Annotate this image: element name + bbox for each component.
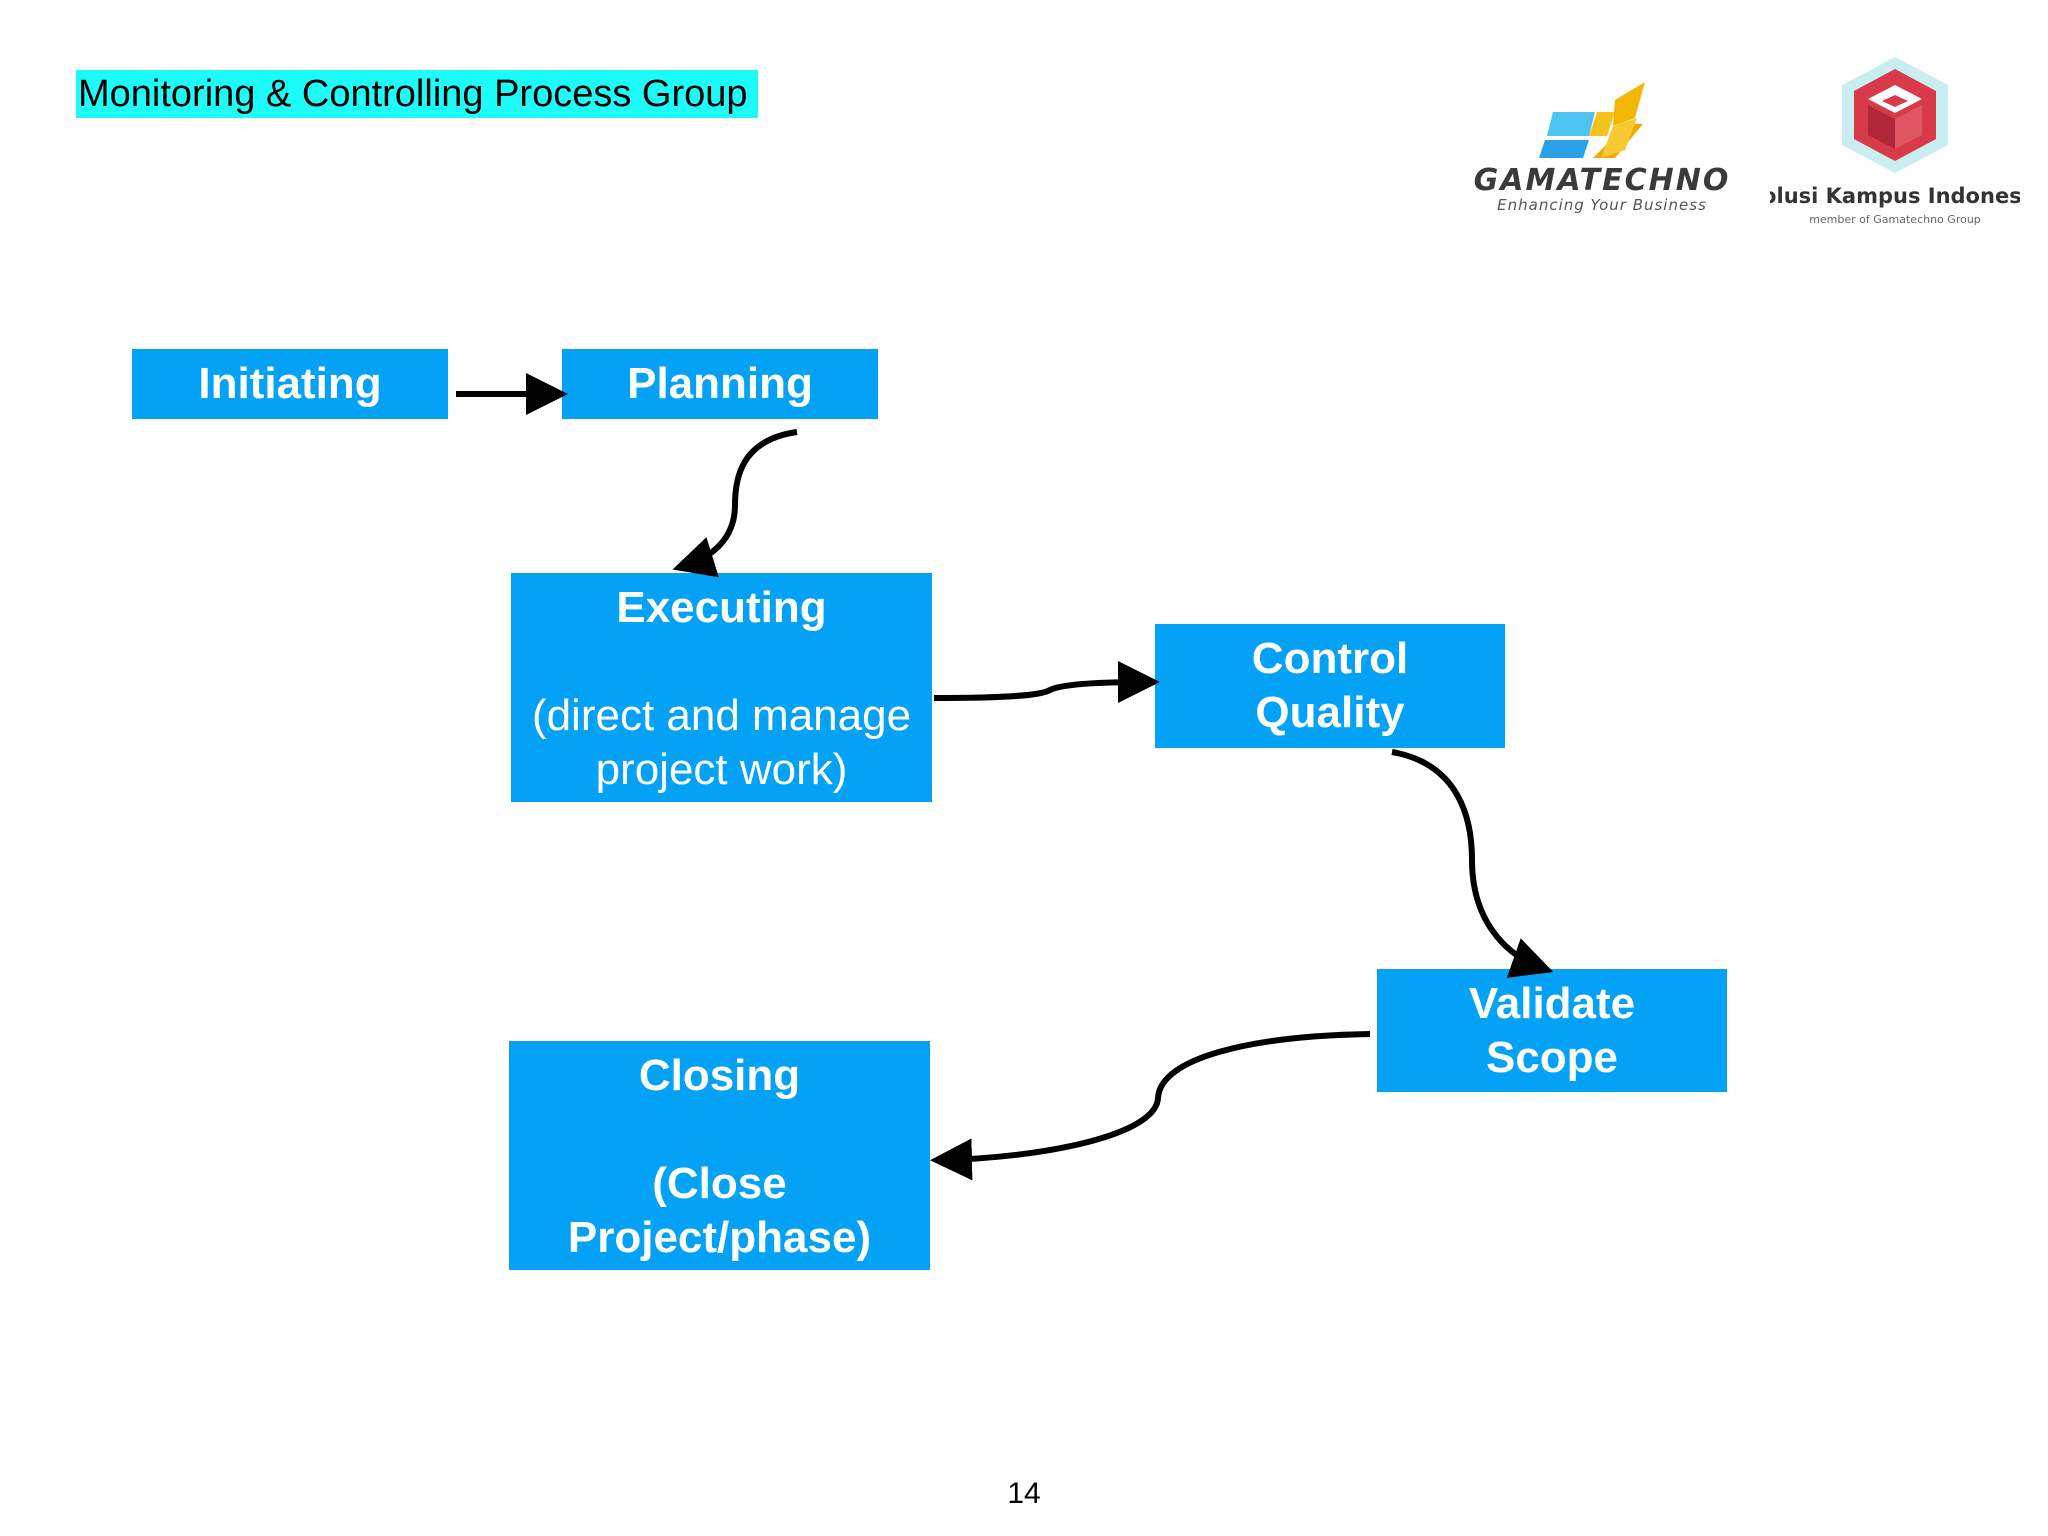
node-control-quality: Control Quality (1155, 624, 1505, 748)
node-validate-scope-line2: Scope (1485, 1032, 1619, 1082)
node-validate-scope: Validate Scope (1377, 969, 1727, 1092)
ski-logo: Solusi Kampus Indonesia member of Gamate… (1770, 57, 2020, 226)
page-number: 14 (1007, 1477, 1041, 1510)
node-executing-detail-line1: (direct and manage (531, 691, 912, 740)
ski-tagline: member of Gamatechno Group (1809, 213, 1981, 226)
node-executing-label: Executing (616, 583, 827, 632)
ski-logo-mark (1842, 57, 1948, 173)
node-closing-detail-line2: Project/phase) (567, 1213, 872, 1262)
node-initiating-label: Initiating (198, 359, 382, 408)
node-control-quality-line2: Quality (1255, 688, 1405, 737)
node-closing: Closing (Close Project/phase) (509, 1041, 930, 1270)
gamatechno-tagline: Enhancing Your Business (1497, 196, 1707, 214)
node-planning: Planning (562, 349, 878, 419)
node-control-quality-line1: Control (1251, 634, 1409, 683)
gamatechno-logo: GAMATECHNO Enhancing Your Business (1474, 82, 1731, 214)
gamatechno-wordmark: GAMATECHNO (1474, 163, 1731, 198)
ski-wordmark: Solusi Kampus Indonesia (1770, 184, 2020, 208)
node-closing-label: Closing (638, 1051, 801, 1100)
node-executing-detail-line2: project work) (595, 745, 848, 794)
gamatechno-logo-mark (1539, 82, 1645, 158)
node-initiating: Initiating (132, 349, 448, 419)
node-planning-label: Planning (627, 359, 813, 408)
node-executing: Executing (direct and manage project wor… (511, 573, 932, 802)
arrow-control-quality-to-validate-scope (1391, 749, 1554, 978)
arrow-executing-to-control-quality (933, 661, 1160, 704)
slide-title: Monitoring & Controlling Process Group (76, 70, 758, 118)
arrow-validate-scope-to-closing (930, 1031, 1371, 1181)
node-validate-scope-line1: Validate (1468, 978, 1636, 1028)
node-closing-detail-line1: (Close (652, 1159, 787, 1208)
arrow-planning-to-executing (672, 429, 798, 578)
